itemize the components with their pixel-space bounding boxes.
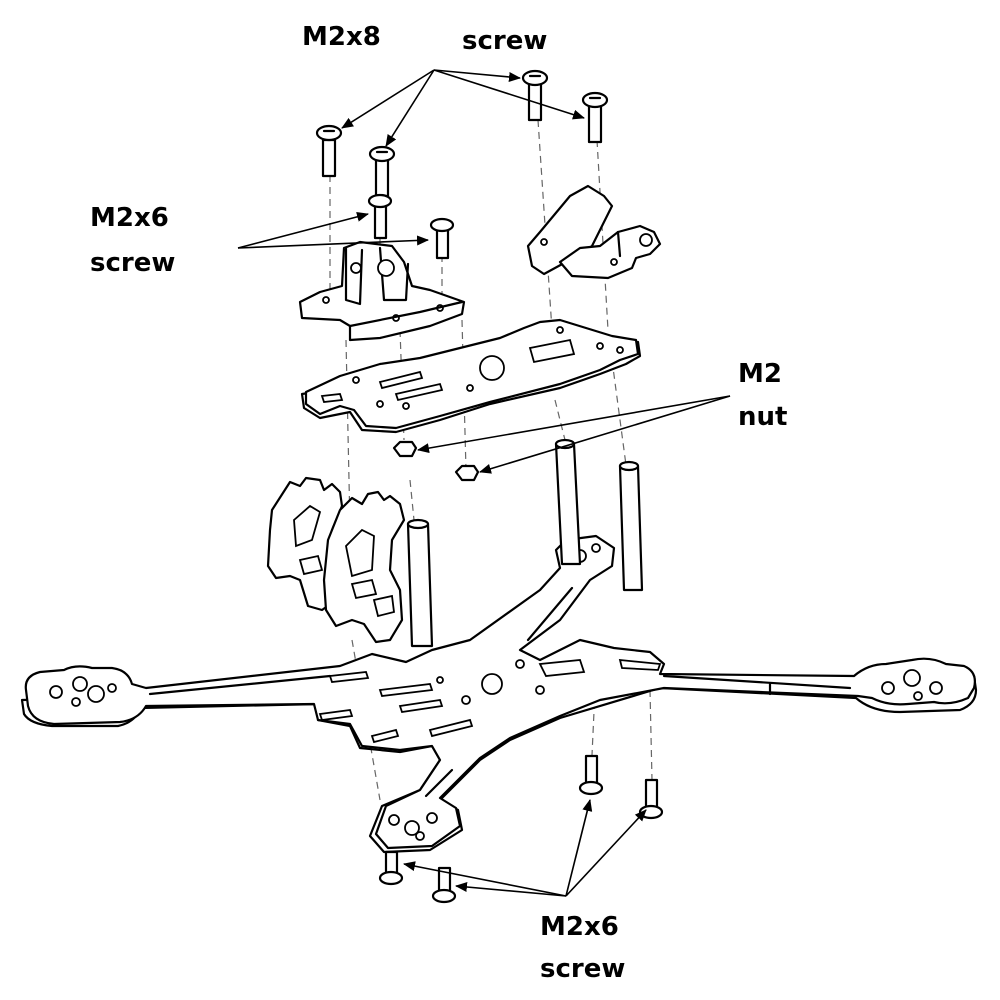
screw-m2x6-upper-1 bbox=[367, 193, 393, 240]
top-plate bbox=[300, 318, 642, 434]
screw-m2x6-lower-1 bbox=[378, 850, 404, 886]
screw-m2x8-3 bbox=[521, 69, 549, 122]
label-bottom-screw-size: M2x6 bbox=[540, 912, 619, 942]
label-left-screw-type: screw bbox=[90, 248, 176, 278]
screws bbox=[315, 69, 664, 904]
leader-arrows bbox=[237, 69, 731, 897]
nut-left bbox=[392, 440, 418, 458]
label-nut-size: M2 bbox=[738, 359, 782, 389]
camera-side-plate-front bbox=[322, 490, 406, 644]
standoff-front-left bbox=[406, 518, 434, 648]
m2-nuts bbox=[392, 440, 480, 482]
standoff-back-right bbox=[618, 460, 644, 592]
label-top-screw-size: M2x8 bbox=[302, 22, 381, 52]
screw-m2x6-upper-2 bbox=[429, 217, 455, 260]
label-nut-type: nut bbox=[738, 402, 788, 432]
bottom-x-frame bbox=[20, 534, 978, 854]
label-top-screw-type: screw bbox=[462, 26, 548, 56]
screw-m2x6-lower-3 bbox=[578, 754, 604, 796]
screw-m2x8-2 bbox=[368, 145, 396, 198]
camera-mount-bracket bbox=[298, 240, 466, 342]
screw-m2x8-4 bbox=[581, 91, 609, 144]
nut-right bbox=[454, 464, 480, 482]
standoff-back-left bbox=[554, 438, 582, 566]
antenna-mount bbox=[526, 184, 662, 280]
label-left-screw-size: M2x6 bbox=[90, 203, 169, 233]
screw-m2x6-lower-2 bbox=[431, 866, 457, 904]
screw-m2x8-1 bbox=[315, 124, 343, 178]
standoffs bbox=[406, 438, 644, 648]
label-bottom-screw-type: screw bbox=[540, 954, 626, 984]
